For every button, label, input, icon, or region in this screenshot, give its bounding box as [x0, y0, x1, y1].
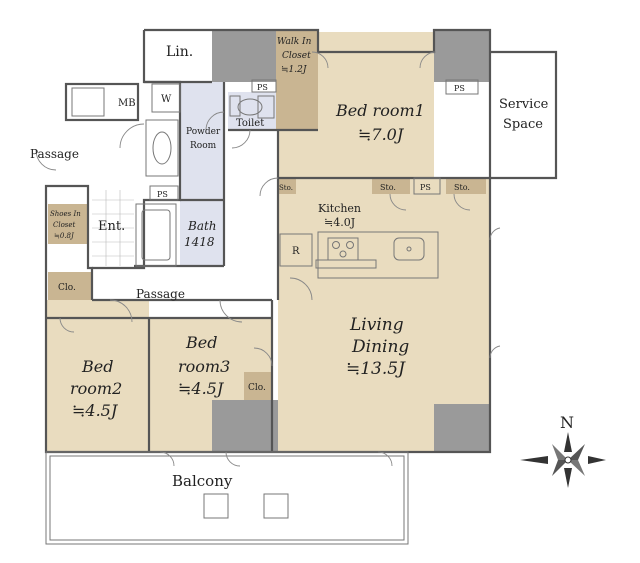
ps-bed1-box	[445, 79, 479, 95]
label-fridge: R	[292, 246, 300, 257]
ps-bath-box	[149, 185, 179, 201]
ps-toilet-box	[251, 79, 277, 93]
label-walk-in-closet-1: Walk In	[277, 37, 312, 47]
kitchen-stove	[327, 237, 359, 261]
label-linen: Lin.	[166, 44, 193, 60]
fridge-box	[279, 233, 313, 267]
sto-mid-area	[372, 178, 410, 194]
label-bedroom3-2: room3	[178, 357, 230, 376]
label-bath-2: 1418	[184, 235, 215, 249]
label-sto-left: Sto.	[279, 184, 293, 192]
mb-inner	[71, 87, 105, 117]
balcony-inner	[49, 455, 405, 541]
washer-box	[151, 83, 181, 113]
label-mb: MB	[118, 98, 136, 109]
bedroom1-area-top	[318, 32, 434, 54]
clo-bed2-area	[48, 272, 92, 300]
burner-icon	[332, 241, 340, 249]
sto-right-area	[446, 178, 486, 194]
sto-left-area	[278, 178, 296, 194]
label-bedroom2-3: ≒4.5J	[72, 401, 119, 420]
column-bottom-mid	[212, 400, 278, 452]
label-shoes-closet-1: Shoes In	[50, 210, 81, 218]
powder-sink-basin	[152, 131, 172, 165]
doors	[35, 51, 501, 467]
label-bedroom2-1: Bed	[81, 357, 113, 376]
burner-icon	[339, 250, 347, 258]
label-toilet: Toilet	[236, 118, 264, 129]
label-shoes-closet-3: ≒0.8J	[54, 232, 75, 240]
kitchen-sink	[393, 237, 425, 261]
bedroom2-area	[46, 300, 149, 452]
label-entrance: Ent.	[98, 219, 125, 234]
toilet-bowl	[237, 98, 263, 116]
label-dining: Dining	[351, 337, 409, 357]
bathtub	[135, 203, 177, 267]
label-living: Living	[349, 315, 404, 335]
compass-icon	[520, 432, 606, 488]
service-space-wall	[490, 50, 558, 180]
label-bath-1: Bath	[187, 219, 217, 233]
label-kitchen-1: Kitchen	[318, 202, 361, 215]
powder-room-area	[180, 82, 224, 200]
entrance-tiles	[92, 190, 134, 266]
toilet-tank	[257, 95, 275, 119]
label-kitchen-2: ≒4.0J	[324, 216, 355, 229]
balcony-outline	[45, 451, 409, 545]
label-sto-mid: Sto.	[380, 183, 396, 192]
column-bottom-right	[434, 404, 490, 452]
label-sto-right: Sto.	[454, 183, 470, 192]
label-walk-in-closet-2: Closet	[282, 51, 311, 61]
label-ps-toilet: PS	[257, 83, 268, 92]
label-powder-room-1: Powder	[186, 127, 221, 137]
label-living-size: ≒13.5J	[346, 359, 406, 379]
label-passage-left: Passage	[30, 147, 79, 161]
label-passage-center: Passage	[136, 287, 185, 301]
label-clo-bed2: Clo.	[58, 283, 76, 293]
label-walk-in-closet-3: ≒1.2J	[281, 65, 308, 75]
walk-in-closet-area	[276, 30, 318, 130]
compass-north-label: N	[560, 413, 574, 432]
label-w: W	[161, 94, 172, 105]
label-balcony: Balcony	[172, 472, 233, 490]
label-service-space-1: Service	[499, 97, 549, 112]
burner-icon	[346, 241, 354, 249]
label-clo-bed3: Clo.	[248, 383, 266, 393]
toilet-sink	[229, 95, 241, 117]
ps-kitchen-box	[413, 177, 441, 195]
label-bedroom1-name: Bed room1	[335, 101, 425, 120]
bath-area	[180, 200, 224, 266]
drain-icon	[406, 246, 412, 252]
label-powder-room-2: Room	[190, 141, 217, 151]
toilet-area	[228, 92, 276, 130]
column-top-mid	[212, 30, 276, 82]
mb-box	[64, 82, 140, 122]
label-ps-kitchen: PS	[420, 183, 431, 192]
shoes-closet-area	[48, 204, 88, 244]
kitchen-island	[317, 231, 439, 279]
powder-sink-counter	[145, 119, 179, 177]
balcony-unit-1	[203, 493, 229, 519]
label-bedroom1-size: ≒7.0J	[358, 125, 405, 144]
label-shoes-closet-2: Closet	[53, 221, 76, 229]
label-bedroom2-2: room2	[70, 379, 122, 398]
clo-bed3-area	[244, 372, 272, 400]
label-ps-bed1: PS	[454, 84, 465, 93]
column-top-right	[434, 30, 490, 82]
balcony-unit-2	[263, 493, 289, 519]
label-bedroom3-1: Bed	[185, 333, 217, 352]
bathtub-inner	[141, 209, 171, 261]
label-bedroom3-3: ≒4.5J	[178, 379, 225, 398]
label-service-space-2: Space	[503, 117, 543, 132]
label-ps-bath: PS	[157, 190, 168, 199]
